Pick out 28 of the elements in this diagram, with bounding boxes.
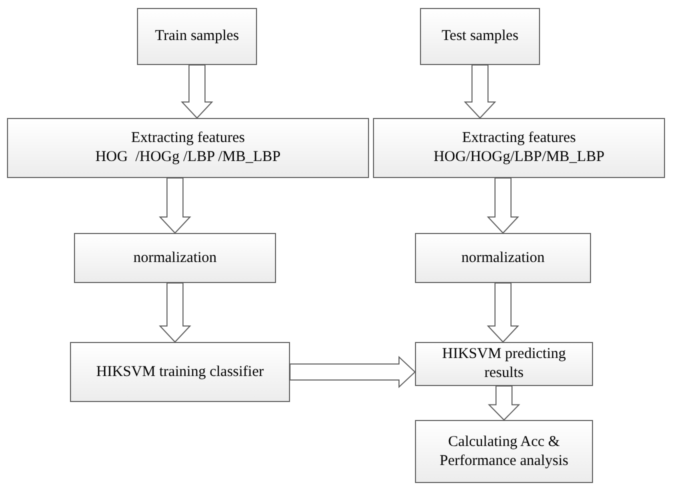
box-text: HIKSVM predicting results [441, 345, 567, 383]
box-text: Extracting features [131, 129, 245, 148]
process-box [7, 118, 369, 178]
process-box [415, 342, 593, 386]
box-text: Calculating Acc & Performance analysis [438, 432, 570, 470]
hollow-arrow [158, 282, 192, 343]
box-text: HOG/HOGg/LBP/MB_LBP [434, 148, 604, 167]
process-box [137, 8, 257, 65]
hollow-arrow [290, 356, 416, 388]
hollow-arrow [486, 282, 520, 343]
process-box [415, 420, 593, 483]
process-box [70, 342, 290, 402]
box-text: HOG /HOGg /LBP /MB_LBP [95, 148, 281, 167]
box-text: HIKSVM training classifier [96, 362, 264, 382]
hollow-arrow [488, 386, 520, 421]
process-box [74, 233, 276, 283]
hollow-arrow [158, 178, 192, 234]
box-text: normalization [133, 248, 217, 268]
process-box [420, 8, 540, 65]
hollow-arrow [464, 64, 496, 119]
box-text: Train samples [154, 27, 240, 46]
box-text: Extracting features [462, 129, 576, 148]
hollow-arrow [486, 178, 520, 234]
process-box [415, 233, 591, 283]
process-box [373, 118, 665, 178]
box-text: normalization [461, 248, 545, 268]
box-text: Test samples [442, 27, 518, 46]
hollow-arrow [180, 64, 214, 119]
